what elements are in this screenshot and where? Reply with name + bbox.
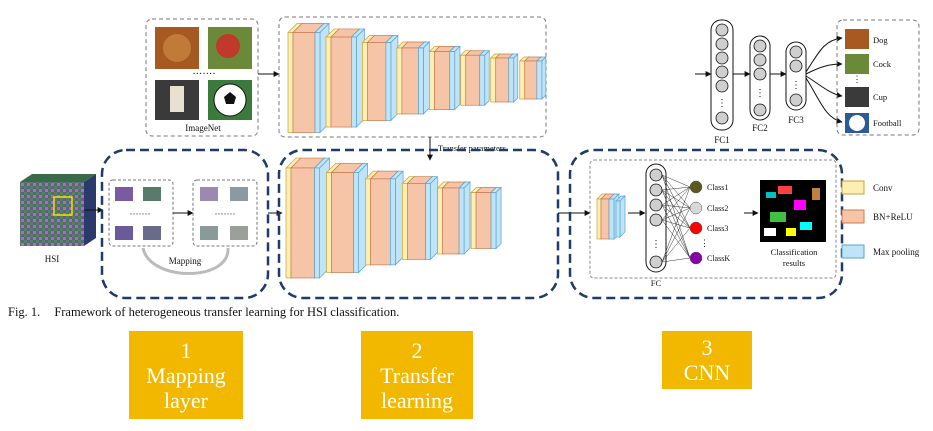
fc-label: FC [651,278,662,288]
svg-text:·······: ······· [130,209,151,219]
imagenet-panel: ······· ImageNet [145,18,259,137]
callout-transfer-learning: 2 Transfer learning [361,331,473,419]
legend-pool-swatch [841,244,865,259]
transferred-cnn-layers [285,157,502,279]
svg-text:⋮: ⋮ [791,80,801,91]
imagenet-label: ImageNet [185,123,221,133]
svg-text:⋮: ⋮ [755,88,765,99]
classk-label: ClassK [707,254,730,263]
caption-text: Framework of heterogeneous transfer lear… [54,305,400,319]
figure-caption: Fig. 1. Framework of heterogeneous transf… [8,305,399,320]
classification-results-label-2: results [783,258,805,268]
output-cock: Cock [873,59,892,69]
output-football: Football [873,118,902,128]
svg-text:⋮: ⋮ [700,238,709,248]
fc-columns-top: ⋮ ⋮ ⋮ FC1 FC2 FC3 [695,19,807,145]
classification-map [760,180,826,242]
callout-2-line-1: Transfer [380,362,454,388]
legend-bn-swatch [841,209,865,224]
fc1-label: FC1 [714,135,730,145]
svg-text:⋮: ⋮ [717,98,727,109]
callout-1-line-2: layer [164,387,208,413]
hsi-cube: HSI [20,174,96,264]
caption-number: Fig. 1. [8,305,41,319]
output-dog: Dog [873,35,888,45]
transfer-learning-region [277,148,560,300]
fc2-label: FC2 [752,123,768,133]
legend-conv: Conv [873,183,893,193]
legend-bn: BN+ReLU [873,212,913,222]
dog-output-image [845,29,869,49]
class1-label: Class1 [707,183,728,192]
callout-3-number: 3 [701,335,713,360]
svg-text:·······: ······· [192,69,215,80]
legend-pool: Max pooling [873,247,920,257]
cock-output-image [845,54,869,74]
callout-mapping-layer: 1 Mapping layer [129,331,243,419]
mapping-label: Mapping [169,256,202,266]
cup-output-image [845,87,869,107]
hsi-label: HSI [45,254,60,264]
svg-text:·······: ······· [215,209,236,219]
mapping-layer-region [100,148,270,300]
svg-text:⋮: ⋮ [853,74,862,84]
mapping-panel: ······· ······· Mapping [108,179,258,275]
pretrained-cnn-layers [287,22,547,134]
transfer-arrow: Transfer parameters [427,137,506,161]
callout-2-line-2: learning [380,387,454,413]
classifier-panel: ⋮ FC Class1 Class2 Class3 ⋮ ClassK Class… [589,159,837,288]
output-panel: ⋮ Dog Cock Cup Football [805,19,920,136]
transfer-label: Transfer parameters [438,143,506,153]
callout-1-number: 1 [180,337,192,363]
svg-text:⋮: ⋮ [651,239,661,250]
callout-2-number: 2 [411,337,423,363]
fc3-label: FC3 [788,115,804,125]
legend: Conv BN+ReLU Max pooling [841,180,920,259]
cnn-region [568,148,844,300]
callout-cnn: 3 CNN [662,331,752,389]
class3-label: Class3 [707,224,728,233]
classification-results-label-1: Classification [771,247,818,257]
callout-3-line-1: CNN [683,360,731,385]
output-cup: Cup [873,92,887,102]
class2-label: Class2 [707,204,728,213]
legend-conv-swatch [841,180,865,195]
callout-1-line-1: Mapping [146,362,226,388]
